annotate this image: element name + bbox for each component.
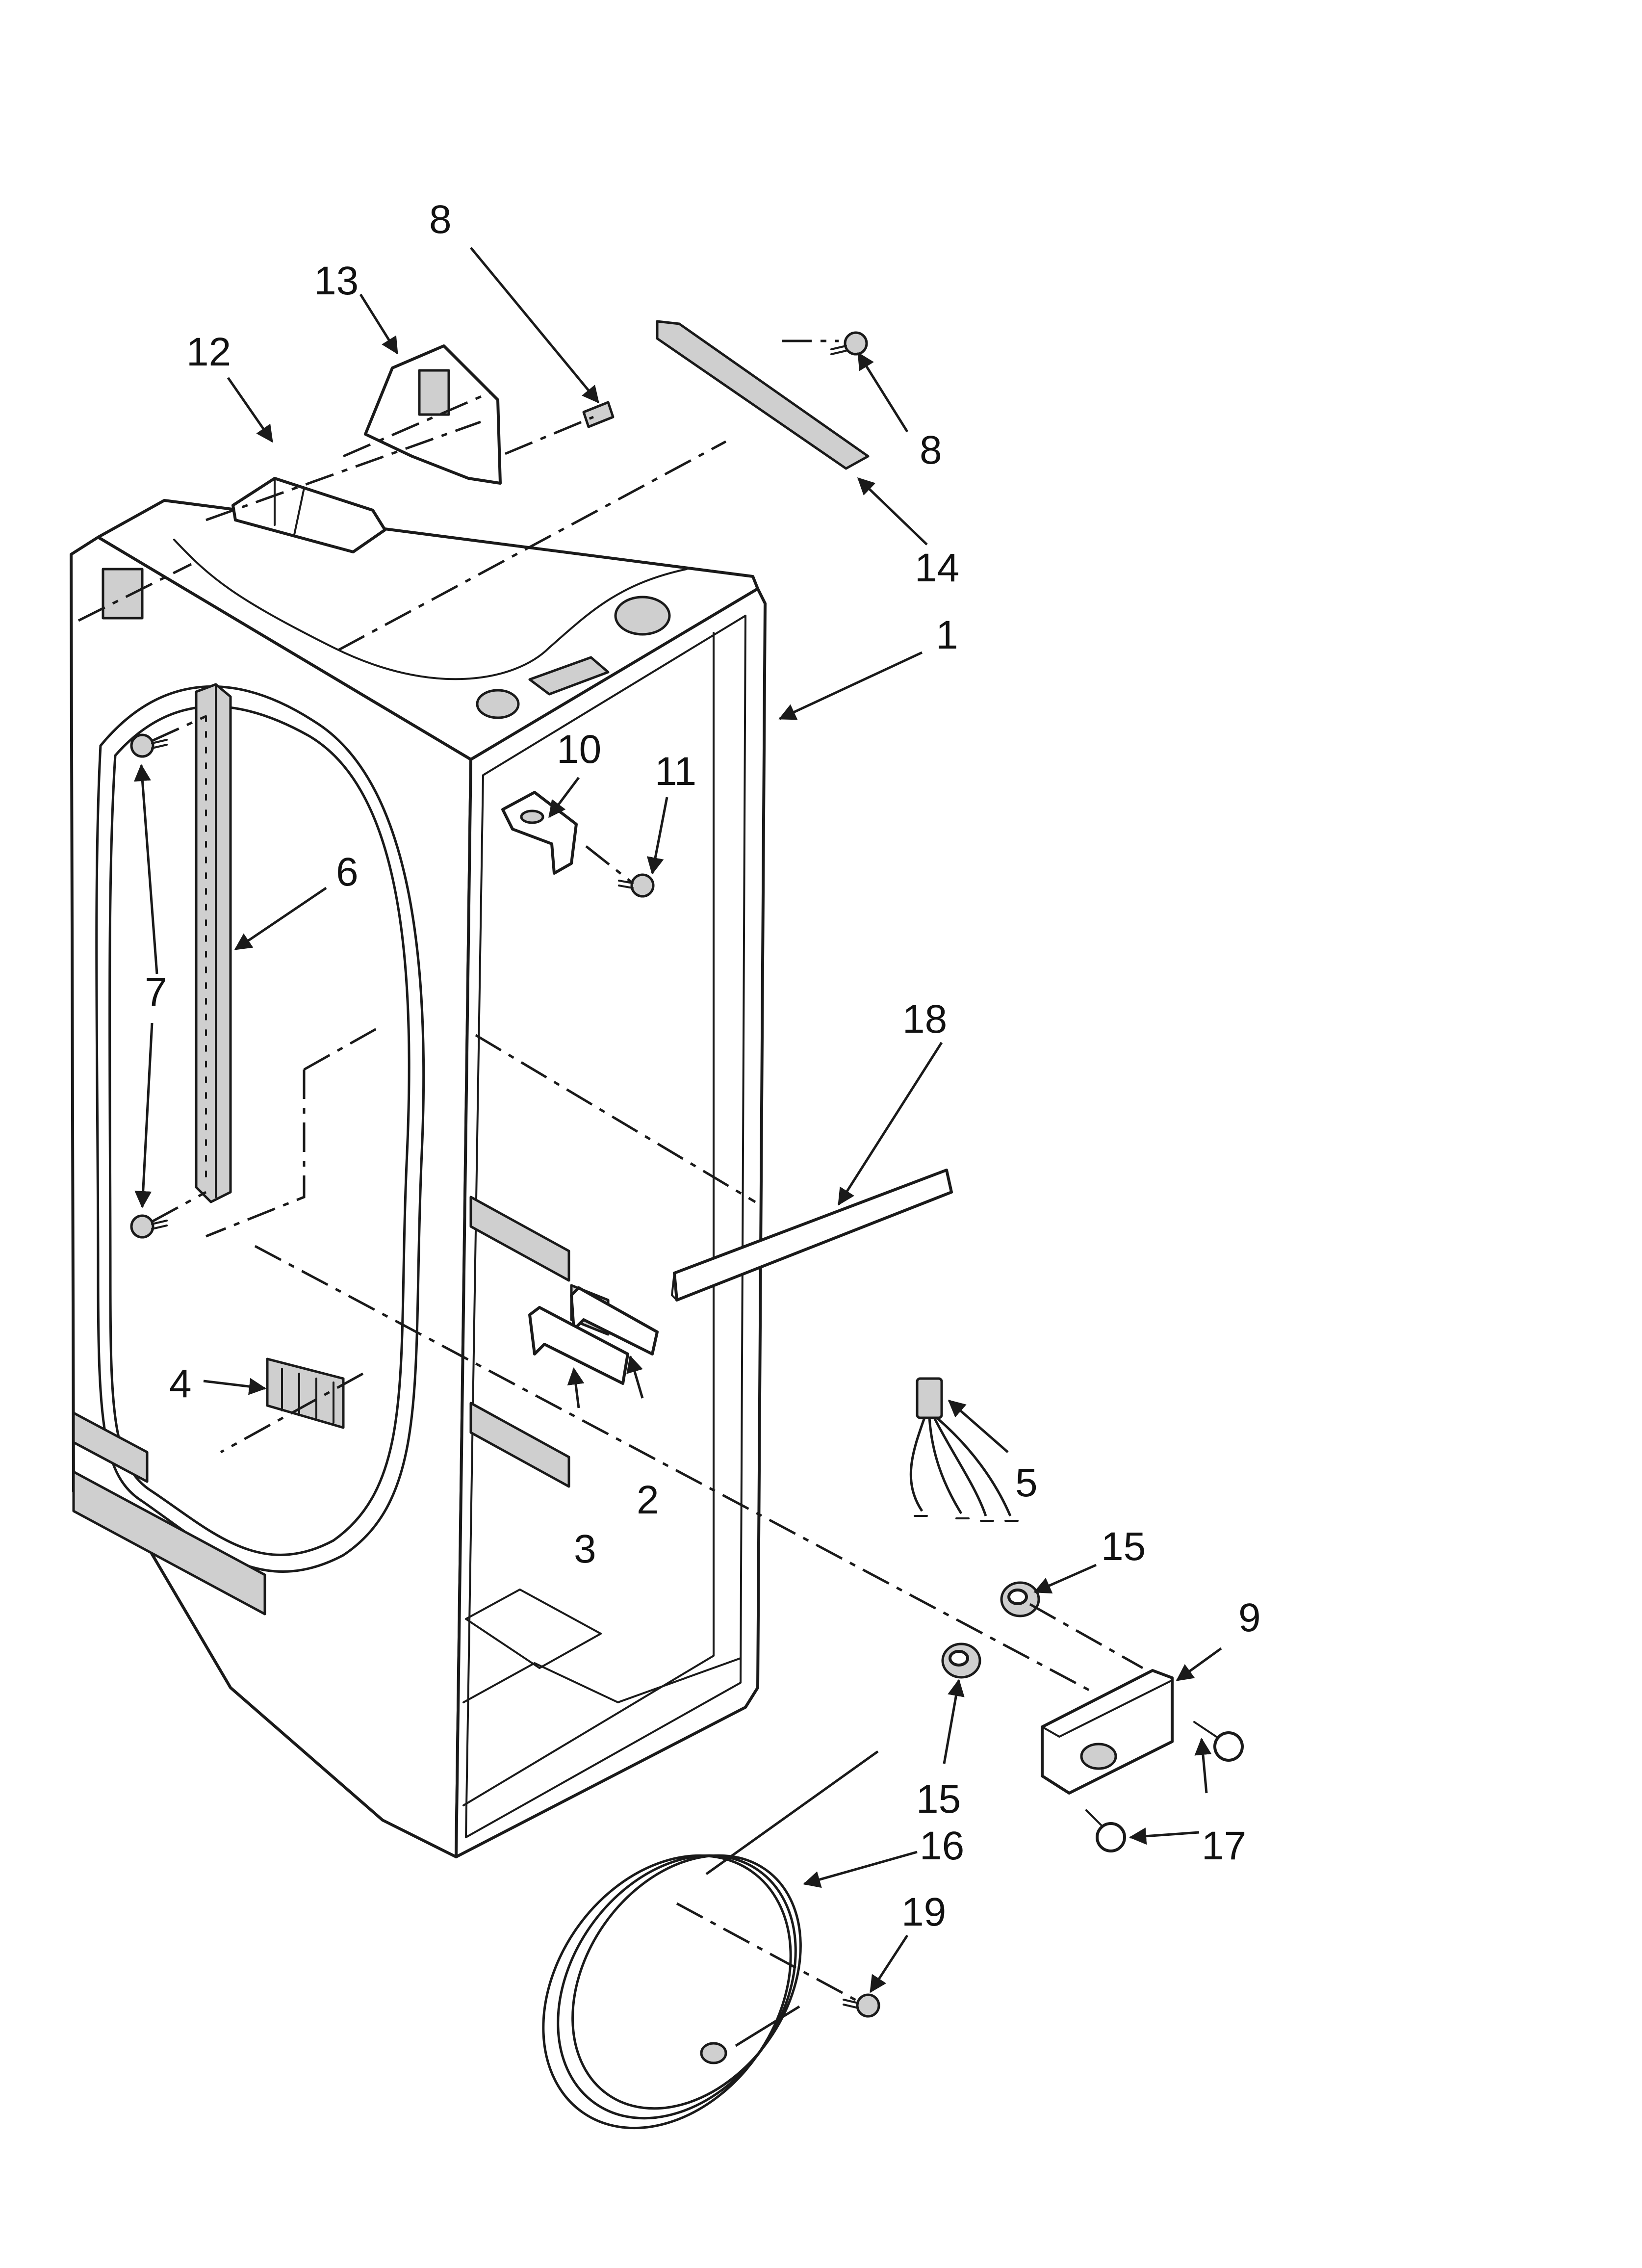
screw-8-right	[830, 331, 868, 356]
callout-labels: 1 2 3 4 5 6 7 8 8 9 10 11 12 13 14 15 15…	[145, 197, 1261, 1934]
crossbar	[671, 1169, 953, 1302]
screw-8-upper	[582, 401, 615, 428]
callout-13: 13	[314, 259, 359, 303]
callout-8-right: 8	[920, 428, 942, 472]
callout-9: 9	[1238, 1595, 1261, 1640]
pin-lower	[1085, 1809, 1126, 1852]
bushing-upper	[1000, 1581, 1040, 1617]
bushing-lower	[941, 1642, 981, 1679]
callout-15-lower: 15	[916, 1777, 961, 1822]
callout-10: 10	[557, 727, 601, 772]
callout-2: 2	[637, 1478, 659, 1522]
callout-11: 11	[655, 749, 696, 794]
assembly-lines	[77, 339, 1144, 2006]
shelf-rail	[195, 683, 232, 1203]
screw-upper	[130, 733, 168, 758]
screw-11	[618, 873, 655, 898]
callout-18: 18	[902, 997, 947, 1042]
light-plate	[266, 1357, 345, 1429]
cabinet-liner	[70, 499, 767, 1858]
callout-12: 12	[186, 330, 231, 374]
callout-4: 4	[169, 1361, 192, 1406]
callout-1: 1	[936, 613, 958, 657]
callout-15-upper: 15	[1101, 1524, 1146, 1569]
screw-19	[843, 1993, 880, 2018]
callout-17: 17	[1202, 1824, 1246, 1868]
screw-lower	[130, 1214, 168, 1239]
callout-3: 3	[574, 1527, 596, 1571]
leader-arrows	[133, 247, 1222, 1993]
callout-19: 19	[901, 1890, 946, 1934]
callout-6: 6	[336, 850, 359, 894]
pin-upper	[1193, 1721, 1244, 1762]
bracket-3	[528, 1306, 629, 1385]
callout-16: 16	[920, 1824, 964, 1868]
top-trim	[656, 320, 870, 470]
bottom-housing	[1041, 1669, 1174, 1795]
control-bracket	[364, 344, 502, 485]
wire-harness	[909, 1377, 1019, 1522]
callout-7: 7	[145, 970, 167, 1015]
water-tube	[542, 1750, 879, 2130]
callout-14: 14	[915, 546, 959, 590]
callout-8-top: 8	[429, 197, 452, 242]
callout-5: 5	[1015, 1460, 1038, 1505]
